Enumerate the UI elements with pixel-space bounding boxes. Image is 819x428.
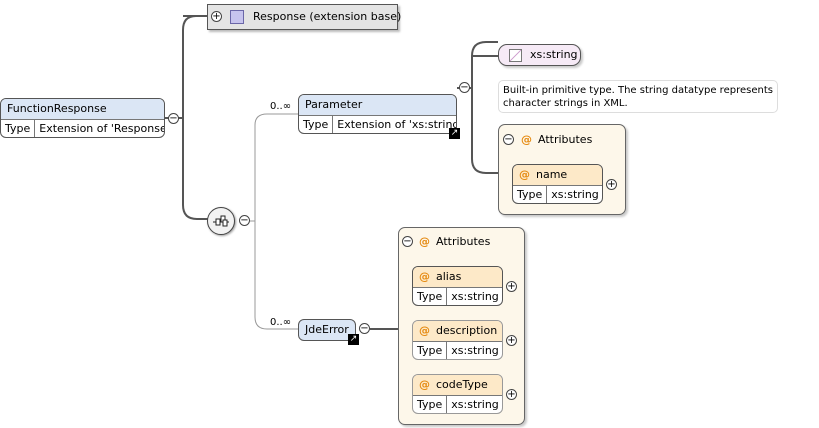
- jdeerror-element[interactable]: JdeError: [298, 319, 356, 341]
- parameter-multiplicity: 0..∞: [270, 101, 292, 112]
- attribute-icon: @: [419, 270, 430, 283]
- type-key: Type: [413, 342, 448, 359]
- parameter-element[interactable]: Parameter Type Extension of 'xs:string': [298, 94, 457, 134]
- type-value: Extension of 'Response': [39, 122, 165, 135]
- attribute-name-label: description: [436, 324, 498, 337]
- type-documentation: Built-in primitive type. The string data…: [498, 80, 778, 113]
- collapse-icon[interactable]: −: [503, 134, 514, 145]
- jdeerror-multiplicity: 0..∞: [270, 317, 292, 328]
- attribute-icon: @: [419, 324, 430, 337]
- sequence-compositor-icon[interactable]: [207, 207, 235, 235]
- type-key: Type: [513, 186, 548, 203]
- attribute-icon: @: [419, 378, 430, 391]
- collapse-icon[interactable]: −: [359, 323, 370, 334]
- attribute-name-label: name: [536, 168, 568, 181]
- expand-icon[interactable]: +: [506, 281, 517, 292]
- type-link-icon[interactable]: ↗: [348, 334, 359, 345]
- type-value: Extension of 'xs:string': [337, 118, 457, 131]
- type-key: Type: [299, 116, 334, 133]
- attribute-icon: @: [521, 133, 532, 146]
- type-key: Type: [1, 120, 36, 137]
- collapse-icon[interactable]: −: [459, 82, 470, 93]
- type-key: Type: [413, 396, 448, 413]
- type-value: xs:string: [551, 188, 599, 201]
- base-label: Response (extension base): [253, 10, 402, 23]
- expand-icon[interactable]: +: [211, 11, 222, 22]
- attribute-name-label: alias: [436, 270, 462, 283]
- collapse-icon[interactable]: −: [168, 113, 179, 124]
- expand-icon[interactable]: +: [506, 335, 517, 346]
- element-name: FunctionResponse: [1, 99, 164, 120]
- extension-base[interactable]: + Response (extension base): [207, 4, 402, 30]
- type-value: xs:string: [451, 290, 499, 303]
- expand-icon[interactable]: +: [606, 179, 617, 190]
- xs-string-type[interactable]: xs:string: [498, 44, 581, 66]
- doc-line-1: Built-in primitive type. The string data…: [503, 85, 773, 96]
- simple-type-icon: [509, 49, 522, 62]
- complex-type-icon: [230, 10, 244, 24]
- element-name: JdeError: [305, 323, 349, 336]
- attributes-title: @Attributes: [419, 235, 491, 248]
- function-response-element[interactable]: FunctionResponse Type Extension of 'Resp…: [0, 98, 165, 138]
- expand-icon[interactable]: +: [506, 389, 517, 400]
- collapse-icon[interactable]: −: [402, 236, 413, 247]
- attributes-title: @Attributes: [521, 133, 593, 146]
- element-name: Parameter: [299, 95, 456, 116]
- sequence-icon: [213, 215, 229, 227]
- attribute-icon: @: [419, 235, 430, 248]
- attribute-name-label: codeType: [436, 378, 488, 391]
- type-key: Type: [413, 288, 448, 305]
- type-link-icon[interactable]: ↗: [449, 128, 460, 139]
- attribute-name[interactable]: @ name Type xs:string: [512, 164, 603, 204]
- attribute-icon: @: [519, 168, 530, 181]
- type-value: xs:string: [451, 398, 499, 411]
- type-name: xs:string: [530, 48, 578, 61]
- attribute-codetype[interactable]: @ codeType Type xs:string: [412, 374, 503, 414]
- attribute-description[interactable]: @ description Type xs:string: [412, 320, 503, 360]
- attribute-alias[interactable]: @ alias Type xs:string: [412, 266, 503, 306]
- doc-line-2: character strings in XML.: [503, 98, 628, 109]
- collapse-icon[interactable]: −: [239, 215, 250, 226]
- type-value: xs:string: [451, 344, 499, 357]
